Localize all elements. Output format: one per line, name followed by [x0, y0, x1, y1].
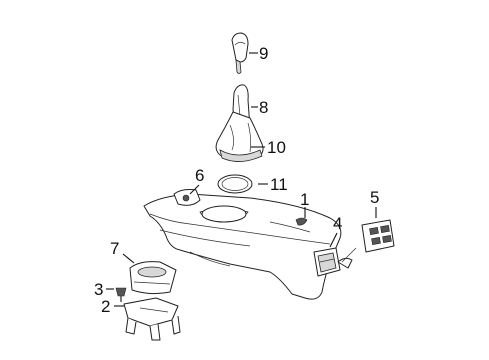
shift-knob-part [231, 32, 249, 74]
callout-2: 2 [101, 297, 110, 316]
mounting-bracket-part [123, 297, 181, 341]
callout-8: 8 [259, 98, 268, 117]
trim-ring-part [217, 174, 253, 194]
leader-lines [106, 52, 377, 307]
switch-assembly-part [313, 247, 357, 277]
push-clip-part [115, 287, 127, 302]
window-switch-part [361, 219, 395, 253]
callout-7: 7 [110, 239, 119, 258]
callout-10: 10 [267, 138, 286, 157]
callout-4: 4 [333, 214, 342, 233]
callout-5: 5 [370, 188, 379, 207]
lower-bezel-part [129, 261, 177, 295]
shift-bezel-part [173, 189, 201, 206]
callout-1: 1 [300, 190, 309, 209]
callout-9: 9 [259, 44, 268, 63]
callout-11: 11 [270, 175, 288, 194]
shift-boot-base-part [215, 111, 264, 162]
console-body-part [143, 193, 342, 300]
callout-3: 3 [94, 280, 103, 299]
callout-6: 6 [195, 166, 204, 185]
